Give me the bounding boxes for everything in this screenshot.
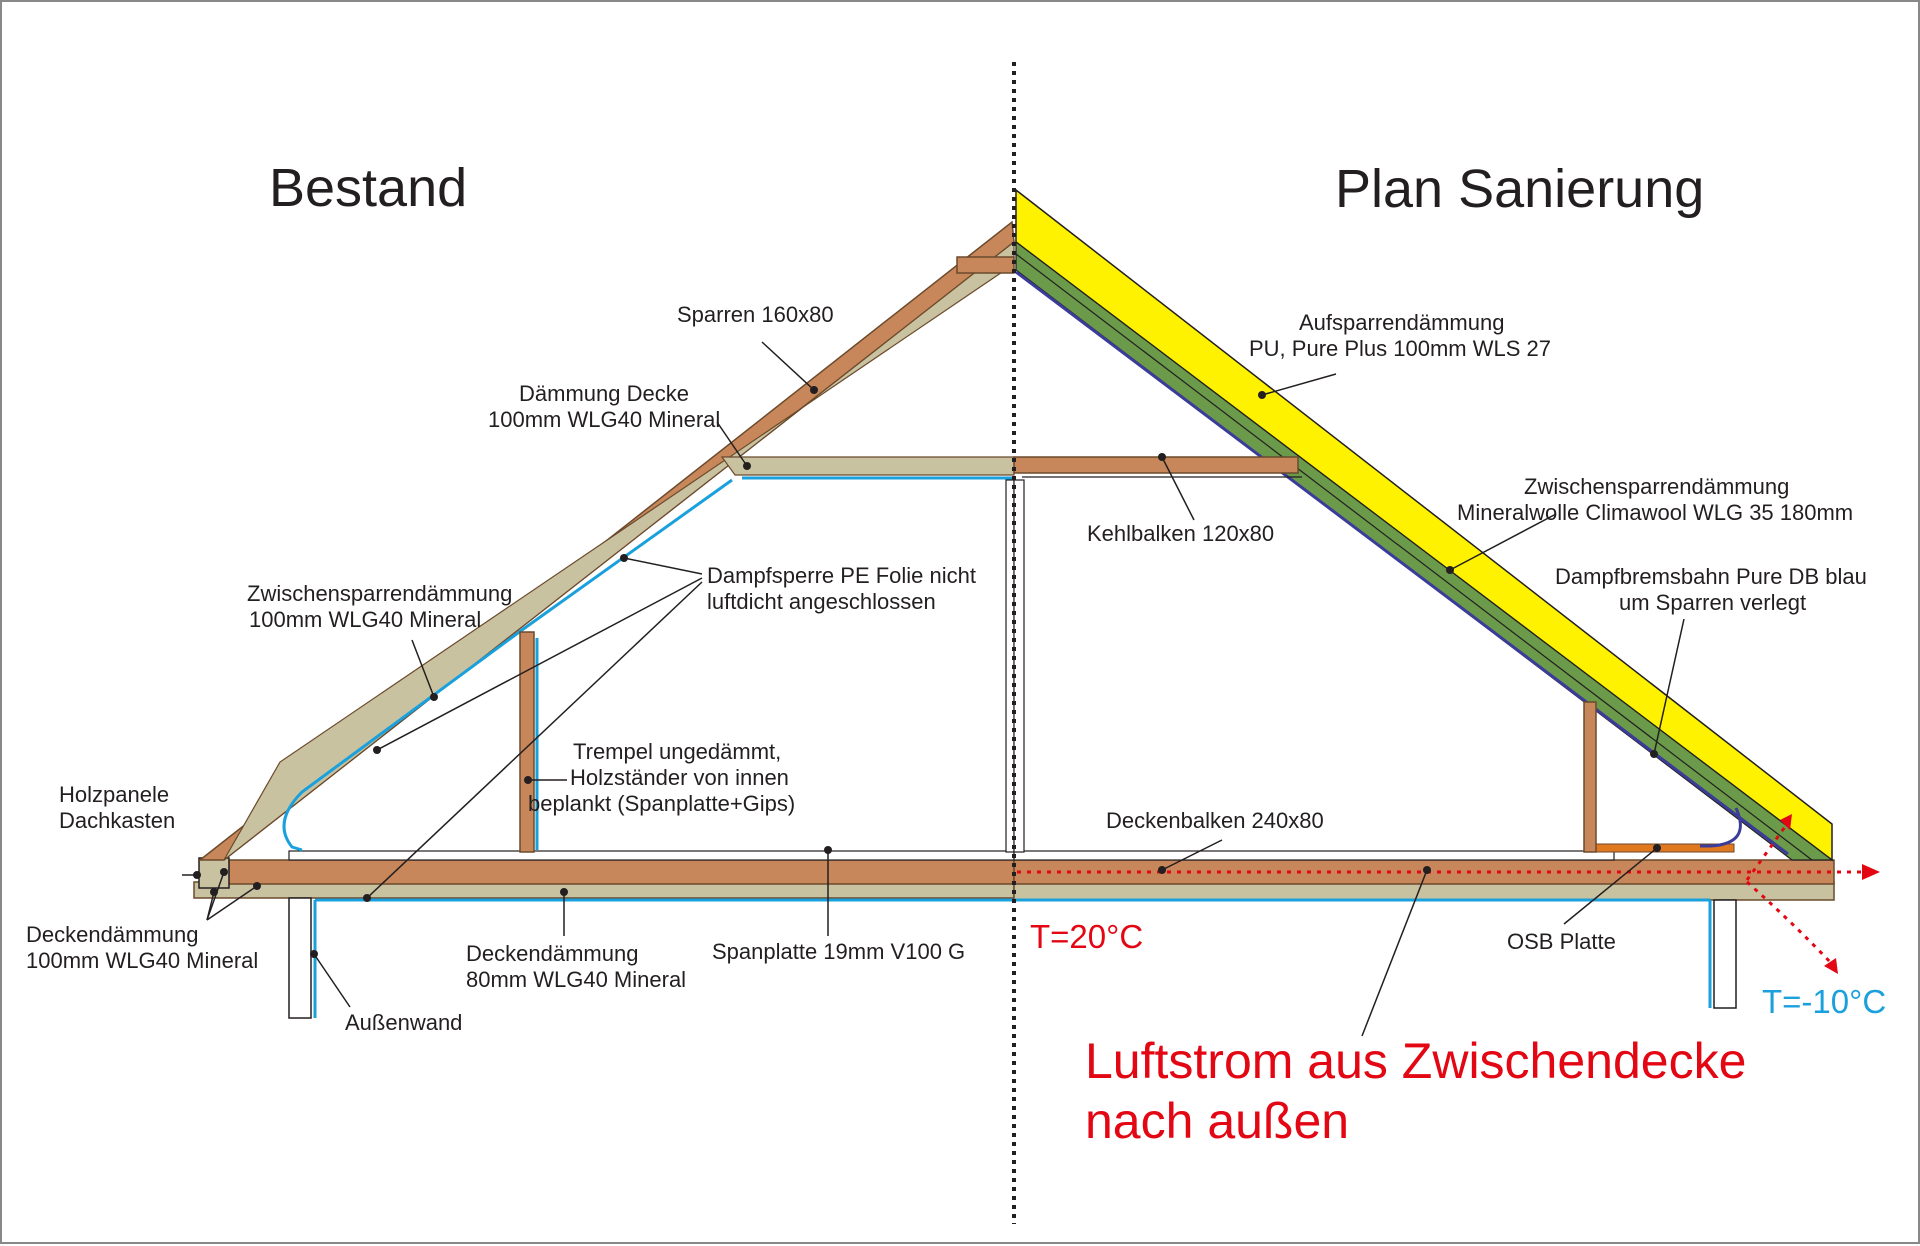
label-knee-wall-2: Holzständer von innen [570,765,789,790]
label-pu-insulation-1: Aufsparrendämmung [1299,310,1504,335]
label-vapour-brake-1: Dampfbremsbahn Pure DB blau [1555,564,1867,589]
temperature-inside: T=20°C [1030,918,1143,955]
label-rafter-insulation-left-1: Zwischensparrendämmung [247,581,512,606]
leader-lines [182,341,1685,1037]
label-ceiling-insulation-80-1: Deckendämmung [466,941,638,966]
temperature-outside: T=-10°C [1762,983,1886,1020]
label-eave-box-2: Dachkasten [59,808,175,833]
label-ceiling-insulation-2: 100mm WLG40 Mineral [488,407,720,432]
airflow-arrowhead-down [1824,958,1838,974]
label-rafter-insulation-right-1: Zwischensparrendämmung [1524,474,1789,499]
outer-wall-left [288,897,312,1019]
label-ceiling-insulation-100-1: Deckendämmung [26,922,198,947]
collar-beam-right [1013,456,1299,474]
knee-wall-stud-left [519,631,535,853]
label-ceiling-beam: Deckenbalken 240x80 [1106,808,1324,833]
heading-existing: Bestand [269,158,467,218]
airflow-arrowhead-up [1780,814,1792,830]
label-vapour-barrier-2: luftdicht angeschlossen [707,589,936,614]
chipboard-left [288,850,1015,861]
knee-wall-stud-right [1583,701,1597,853]
ceiling-beam-left [201,859,1015,885]
airflow-note-line2: nach außen [1085,1093,1349,1149]
label-rafter-insulation-left-2: 100mm WLG40 Mineral [249,607,481,632]
airflow-note-line1: Luftstrom aus Zwischendecke [1085,1033,1746,1089]
airflow-arrows [1017,814,1880,974]
label-eave-box-1: Holzpanele [59,782,169,807]
chipboard-right [1013,850,1615,861]
label-ceiling-insulation-80-2: 80mm WLG40 Mineral [466,967,686,992]
label-outer-wall: Außenwand [345,1010,462,1035]
label-knee-wall-1: Trempel ungedämmt, [573,739,781,764]
rafter-line-right [1015,253,1813,861]
label-chipboard: Spanplatte 19mm V100 G [712,939,965,964]
existing-roof-section [193,220,1015,1019]
label-ceiling-insulation-100-2: 100mm WLG40 Mineral [26,948,258,973]
ridge-collar [956,256,1015,274]
vapour-barrier-slope-left [282,478,733,852]
airflow-arrow-down [1746,880,1834,966]
label-collar-beam: Kehlbalken 120x80 [1087,521,1274,546]
vapour-brake-membrane [1015,270,1789,856]
heading-renovation: Plan Sanierung [1335,159,1704,219]
airflow-arrow-up [1745,823,1789,881]
outer-wall-right [1713,899,1737,1009]
label-rafter-insulation-right-2: Mineralwolle Climawool WLG 35 180mm [1457,500,1853,525]
label-osb: OSB Platte [1507,929,1616,954]
label-vapour-brake-2: um Sparren verlegt [1619,590,1806,615]
label-vapour-barrier-1: Dampfsperre PE Folie nicht [707,563,976,588]
label-ceiling-insulation-1: Dämmung Decke [519,381,689,406]
vapour-brake-eave [1700,807,1742,848]
collar-insulation-left [720,456,1015,476]
label-knee-wall-3: beplankt (Spanplatte+Gips) [528,791,795,816]
label-rafter: Sparren 160x80 [677,302,834,327]
label-pu-insulation-2: PU, Pure Plus 100mm WLS 27 [1249,336,1551,361]
airflow-arrowhead-main [1862,864,1880,880]
